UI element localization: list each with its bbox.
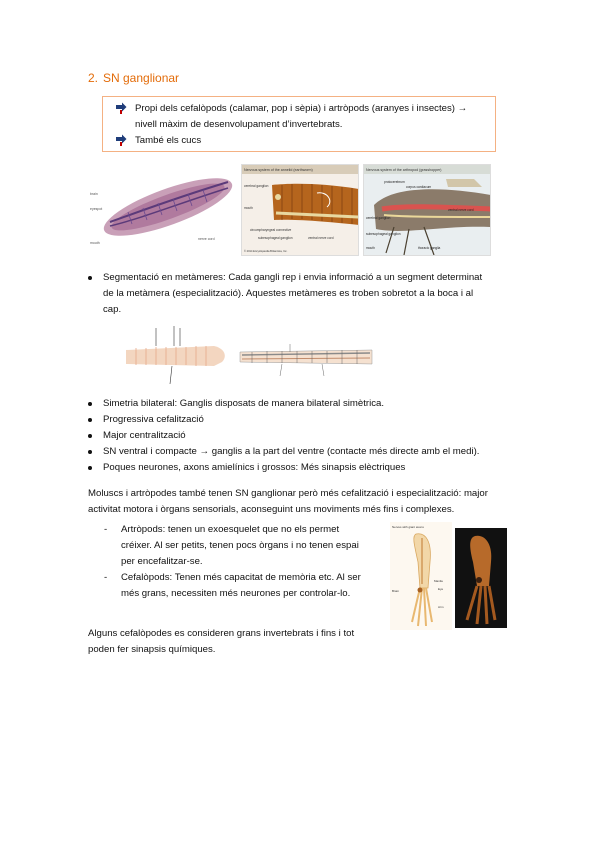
list-item: Progressiva cefalització bbox=[88, 412, 518, 428]
paragraph-line: Alguns cefalòpodes es consideren grans i… bbox=[88, 628, 355, 639]
dash-marker: - bbox=[104, 572, 108, 583]
annelid-label: cerebral ganglion bbox=[244, 184, 269, 188]
squid-label: Brain bbox=[392, 589, 399, 593]
svg-text:eyespot: eyespot bbox=[90, 207, 102, 211]
section-heading: 2. SN ganglionar bbox=[88, 70, 179, 86]
mollusc-paragraph: Moluscs i artròpodes també tenen SN gang… bbox=[88, 486, 518, 518]
arthropod-label: cerebral ganglion bbox=[366, 216, 391, 220]
arthropods-dash-item: - Artròpods: tenen un exoesquelet que no… bbox=[104, 522, 374, 572]
dash-line: per encefalitzar-se. bbox=[121, 556, 203, 567]
bullet-dot bbox=[88, 434, 92, 438]
segmentation-bullet: Segmentació en metàmeres: Cada gangli re… bbox=[88, 270, 518, 320]
bullet-dot bbox=[88, 276, 92, 280]
bullet-dot bbox=[88, 466, 92, 470]
list-item: SN ventral i compacte → ganglis a la par… bbox=[88, 444, 518, 460]
arthropod-label: ventral nerve cord bbox=[448, 208, 474, 212]
arthropod-label: corpus cardiacum bbox=[406, 185, 432, 189]
callout-text-line: Propi dels cefalòpods (calamar, pop i sè… bbox=[135, 103, 468, 114]
squid-photo-image bbox=[455, 528, 507, 628]
arthropod-label: thoracic ganglia bbox=[418, 246, 441, 250]
annelid-label: mouth bbox=[244, 206, 253, 210]
planarian-nervous-system-image: brain eyespot mouth nerve cord bbox=[88, 162, 243, 252]
svg-text:nerve cord: nerve cord bbox=[198, 237, 215, 241]
paragraph-line: activitat motora i òrgans sensorials, ac… bbox=[88, 504, 455, 515]
dash-text: Cefalòpods: Tenen més capacitat de memòr… bbox=[121, 570, 381, 602]
arthropod-figure-title: Nervous system of the arthropod (grassho… bbox=[366, 168, 442, 172]
bullet-text: Poques neurones, axons amielínics i gros… bbox=[103, 462, 406, 473]
bullet-text: SN ventral i compacte → ganglis a la par… bbox=[103, 446, 480, 457]
callout-text: També els cucs bbox=[135, 135, 202, 146]
bullet-line: Segmentació en metàmeres: Cada gangli re… bbox=[103, 272, 483, 283]
bullet-dot bbox=[88, 450, 92, 454]
bullet-line: de la metàmera (especialització). Aquest… bbox=[103, 288, 474, 299]
paragraph-line: poden fer sinapsis químiques. bbox=[88, 644, 216, 655]
cephalopod-paragraph: Alguns cefalòpodes es consideren grans i… bbox=[88, 626, 388, 658]
bullet-line: cap. bbox=[103, 304, 122, 315]
bullet-dot bbox=[88, 402, 92, 406]
annelid-label: ventral nerve cord bbox=[308, 236, 334, 240]
callout-text: Propi dels cefalòpods (calamar, pop i sè… bbox=[135, 101, 485, 133]
bullet-text: Segmentació en metàmeres: Cada gangli re… bbox=[103, 270, 518, 318]
annelid-nervous-system-image: Nervous system of the annelid (earthworm… bbox=[241, 164, 359, 256]
dash-marker: - bbox=[104, 524, 108, 535]
svg-text:mouth: mouth bbox=[90, 241, 100, 245]
arthropod-label: mouth bbox=[366, 246, 375, 250]
list-item: Major centralització bbox=[88, 428, 518, 444]
dash-text: Artròpods: tenen un exoesquelet que no e… bbox=[121, 522, 381, 570]
arthropod-nervous-system-image: Nervous system of the arthropod (grassho… bbox=[363, 164, 491, 256]
cephalopods-dash-item: - Cefalòpods: Tenen més capacitat de mem… bbox=[104, 570, 374, 604]
dash-line: Artròpods: tenen un exoesquelet que no e… bbox=[121, 524, 340, 535]
list-item: Simetria bilateral: Ganglis disposats de… bbox=[88, 396, 518, 412]
bullet-dot bbox=[88, 418, 92, 422]
paragraph-line: Moluscs i artròpodes també tenen SN gang… bbox=[88, 488, 488, 499]
arrow-bullet-icon bbox=[116, 102, 127, 114]
squid-label: Arm bbox=[438, 605, 444, 609]
squid-label: Eye bbox=[438, 587, 444, 591]
arthropod-label: subesophageal ganglion bbox=[366, 232, 401, 236]
squid-label: Nerves with giant axons bbox=[392, 525, 424, 529]
section-number: 2. bbox=[88, 71, 99, 85]
callout-text-line: nivell màxim de desenvolupament d’invert… bbox=[135, 119, 343, 130]
features-bullet-list: Simetria bilateral: Ganglis disposats de… bbox=[88, 396, 518, 480]
copyright-text: © 2014 Encyclopædia Britannica, Inc. bbox=[244, 249, 288, 253]
dash-line: créixer. Al ser petits, tenen pocs òrgan… bbox=[121, 540, 359, 551]
callout-box: Propi dels cefalòpods (calamar, pop i sè… bbox=[102, 96, 496, 152]
squid-diagram-image: Nerves with giant axons Mantle Eye Brain… bbox=[390, 522, 452, 630]
bullet-text: Progressiva cefalització bbox=[103, 414, 204, 425]
list-item: Poques neurones, axons amielínics i gros… bbox=[88, 460, 518, 476]
dash-line: Cefalòpods: Tenen més capacitat de memòr… bbox=[121, 572, 361, 583]
section-title: SN ganglionar bbox=[103, 71, 180, 85]
annelid-figure-title: Nervous system of the annelid (earthworm… bbox=[244, 168, 313, 172]
bullet-text: Simetria bilateral: Ganglis disposats de… bbox=[103, 398, 385, 409]
svg-text:brain: brain bbox=[90, 192, 98, 196]
annelid-label: circumpharyngeal connective bbox=[250, 228, 292, 232]
annelid-label: subesophageal ganglion bbox=[258, 236, 293, 240]
dash-line: més grans, necessiten més neurones per c… bbox=[121, 588, 351, 599]
metamere-segmentation-image bbox=[122, 322, 462, 388]
arthropod-label: protocerebrum bbox=[384, 180, 405, 184]
arrow-bullet-icon bbox=[116, 134, 127, 146]
squid-label: Mantle bbox=[434, 579, 443, 583]
bullet-text: Major centralització bbox=[103, 430, 186, 441]
